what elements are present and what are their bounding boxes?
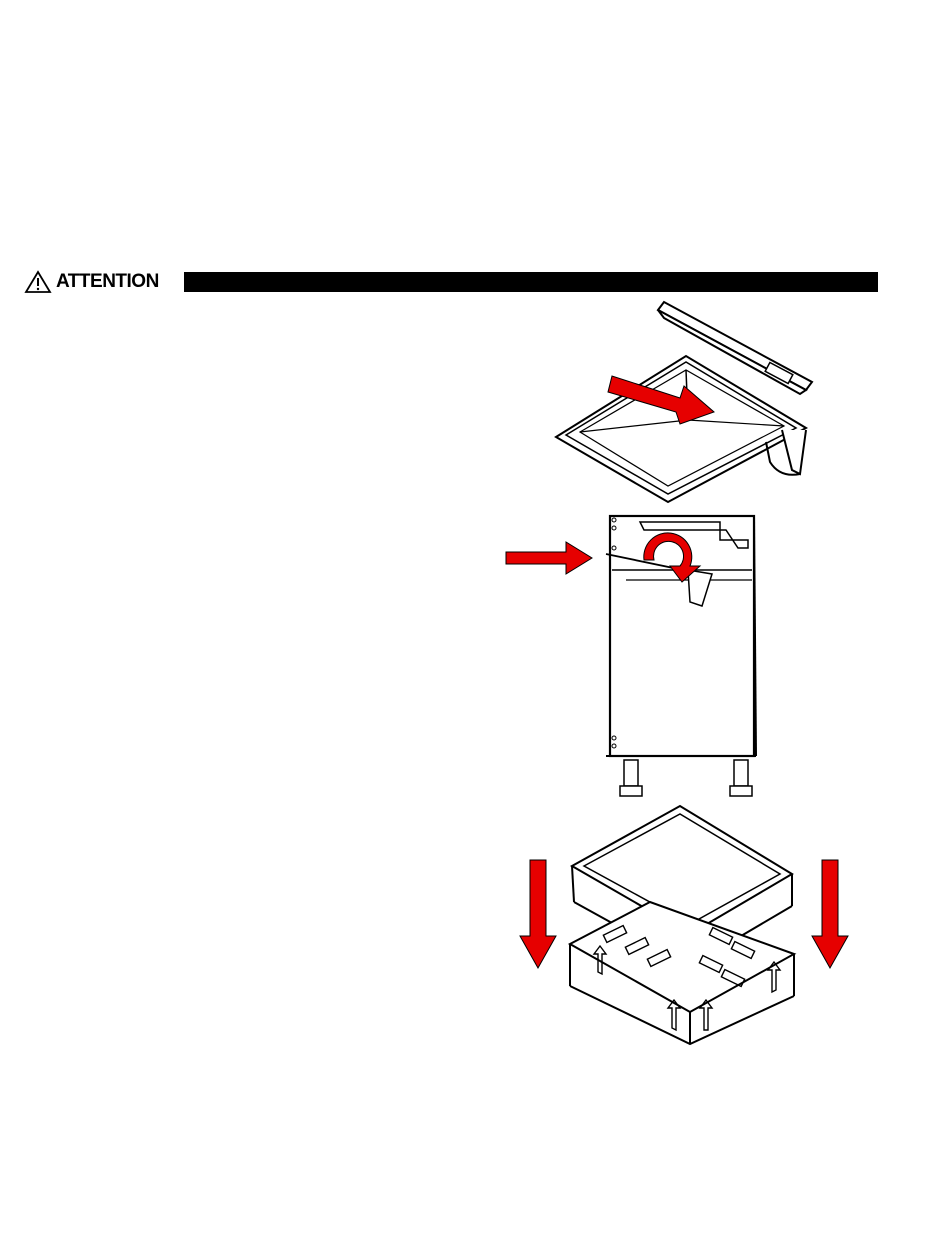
right-arrow-icon (506, 542, 592, 574)
down-arrow-icon (812, 860, 848, 968)
shipping-base-figure (570, 806, 794, 1044)
cabinet-foot-right (734, 760, 748, 786)
cabinet-figure (606, 516, 756, 796)
cabinet-body (610, 516, 754, 756)
cabinet-foot-left (624, 760, 638, 786)
down-arrow-icon (520, 860, 556, 968)
